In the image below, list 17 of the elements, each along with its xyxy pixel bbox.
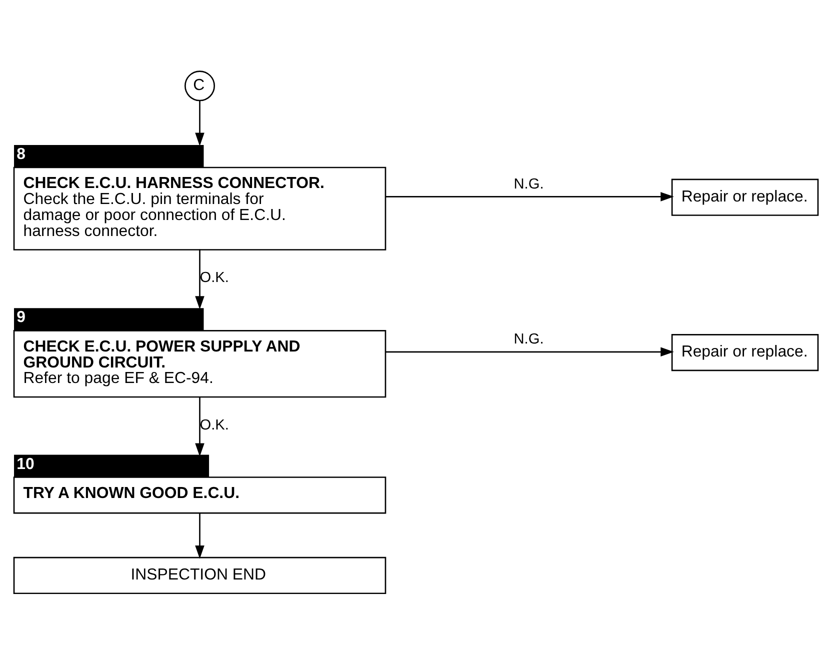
- arrow: [195, 100, 204, 146]
- edge-label: N.G.: [514, 332, 544, 348]
- edge-label: O.K.: [200, 417, 229, 434]
- node-label: 10: [16, 456, 34, 473]
- node-circle: C: [184, 70, 215, 102]
- arrow: [195, 249, 204, 310]
- edge-label: O.K.: [200, 270, 229, 286]
- arrow: [195, 396, 204, 456]
- node-box: INSPECTION END: [13, 556, 386, 594]
- edge-label: N.G.: [514, 176, 544, 192]
- arrow: [386, 192, 674, 202]
- node-box: Repair or replace.: [671, 178, 819, 216]
- arrow: [195, 513, 204, 559]
- arrow: [386, 347, 674, 357]
- node-box: Repair or replace.: [671, 334, 819, 372]
- node-label: 8: [16, 146, 26, 163]
- node-label: 9: [16, 309, 26, 326]
